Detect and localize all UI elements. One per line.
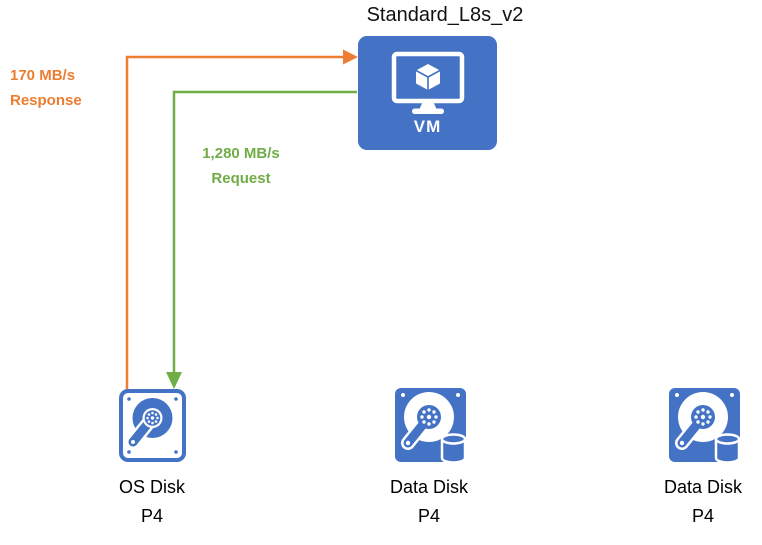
request-flow-label: 1,280 MB/s Request <box>180 141 302 191</box>
data-disk-icon <box>669 388 741 464</box>
data-disk-label: Data Disk P4 <box>369 473 489 531</box>
request-arrow <box>166 90 357 389</box>
data-disk-name: Data Disk <box>663 477 743 497</box>
os-disk-tier: P4 <box>140 506 164 526</box>
vm-node: VM <box>358 36 497 150</box>
os-disk-label: OS Disk P4 <box>97 473 207 531</box>
data-disk-tier: P4 <box>417 506 441 526</box>
response-arrowhead <box>343 49 358 65</box>
vm-icon <box>391 51 464 114</box>
data-disk-icon <box>395 388 467 464</box>
request-flow-value: 1,280 MB/s <box>202 145 280 162</box>
vm-size-title: Standard_L8s_v2 <box>366 4 524 26</box>
request-arrowhead <box>166 372 182 389</box>
response-flow-label: 170 MB/s Response <box>10 63 82 113</box>
request-flow-caption: Request <box>211 170 271 187</box>
response-flow-value: 170 MB/s <box>10 67 76 84</box>
data-disk-label: Data Disk P4 <box>643 473 762 531</box>
vm-label: VM <box>413 117 442 136</box>
os-disk-icon <box>119 389 186 462</box>
data-disk-tier: P4 <box>691 506 715 526</box>
response-arrow <box>125 49 358 390</box>
os-disk-name: OS Disk <box>118 477 185 497</box>
data-disk-name: Data Disk <box>389 477 469 497</box>
response-flow-caption: Response <box>10 92 82 109</box>
